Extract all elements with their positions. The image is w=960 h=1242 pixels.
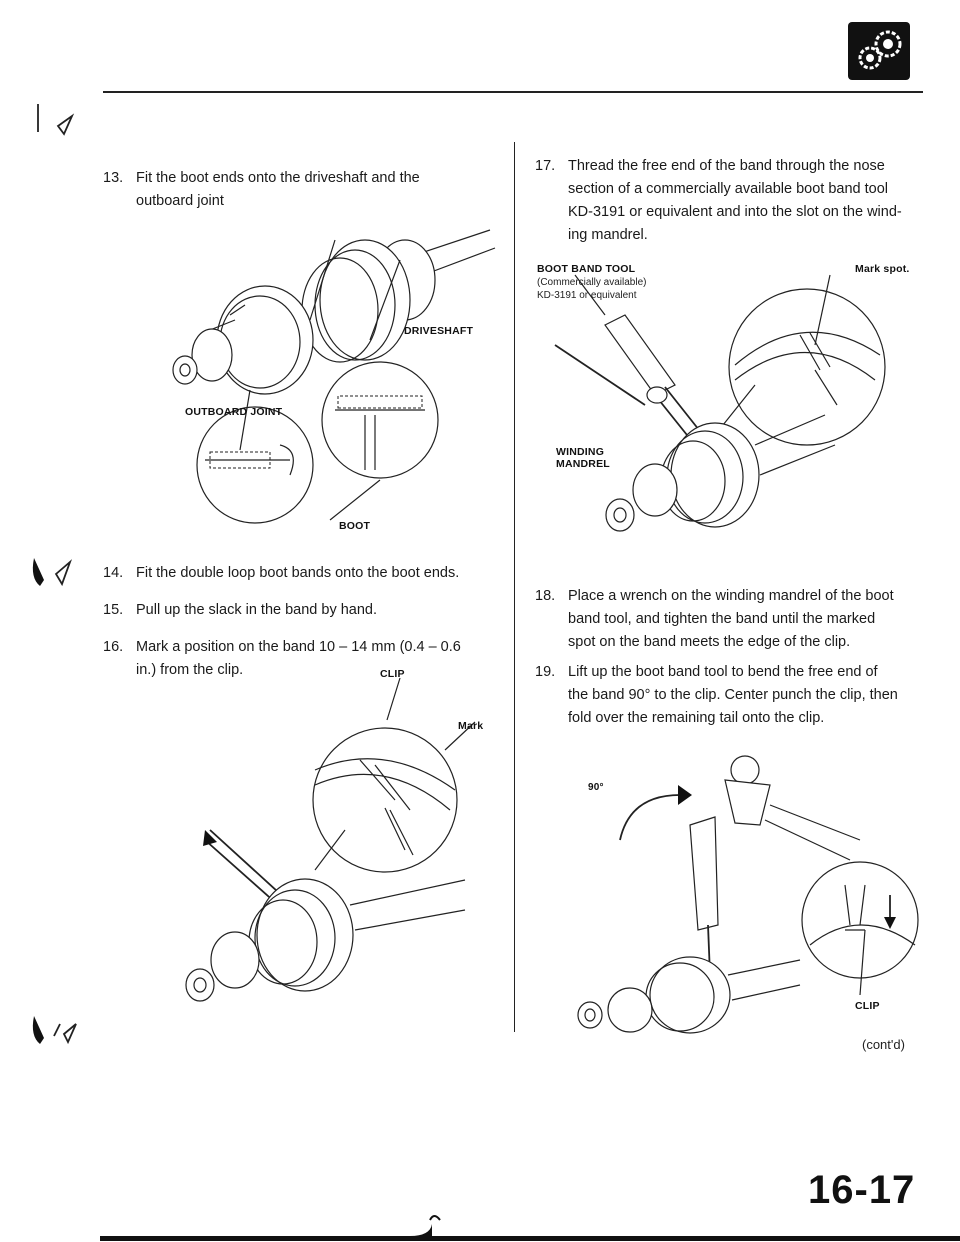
margin-mark-bottom bbox=[32, 1016, 77, 1045]
label-clip-right: CLIP bbox=[855, 1000, 880, 1012]
label-winding: WINDING bbox=[556, 446, 605, 458]
figure-boot-band-tool bbox=[554, 274, 886, 532]
label-driveshaft: DRIVESHAFT bbox=[404, 325, 474, 337]
label-mark: Mark bbox=[458, 720, 484, 732]
label-clip-left: CLIP bbox=[380, 668, 405, 680]
label-mark-spot: Mark spot. bbox=[855, 263, 910, 275]
header-logo bbox=[848, 22, 910, 80]
label-90-degrees: 90° bbox=[588, 782, 604, 793]
column-divider bbox=[514, 142, 515, 1032]
margin-mark-top bbox=[37, 104, 75, 136]
label-boot: BOOT bbox=[339, 520, 371, 532]
label-mandrel: MANDREL bbox=[556, 458, 610, 470]
label-boot-band-tool: BOOT BAND TOOL bbox=[537, 263, 636, 275]
page-number: 16-17 bbox=[808, 1168, 916, 1212]
header-rule bbox=[103, 91, 923, 93]
figure-bend-punch bbox=[577, 755, 919, 1034]
margin-mark-mid bbox=[32, 558, 73, 587]
step-13: 13. Fit the boot ends onto the driveshaf… bbox=[103, 170, 420, 209]
figure-band-mark bbox=[185, 677, 476, 1002]
footer-rule bbox=[100, 1215, 960, 1241]
figure-boot-driveshaft bbox=[172, 229, 496, 524]
continued-note: (cont'd) bbox=[862, 1037, 905, 1052]
gear-logo-icon bbox=[858, 30, 902, 70]
label-tool-sub2: KD-3191 or equivalent bbox=[537, 290, 637, 301]
label-tool-sub1: (Commercially available) bbox=[537, 277, 647, 288]
label-outboard-joint: OUTBOARD JOINT bbox=[185, 406, 283, 418]
